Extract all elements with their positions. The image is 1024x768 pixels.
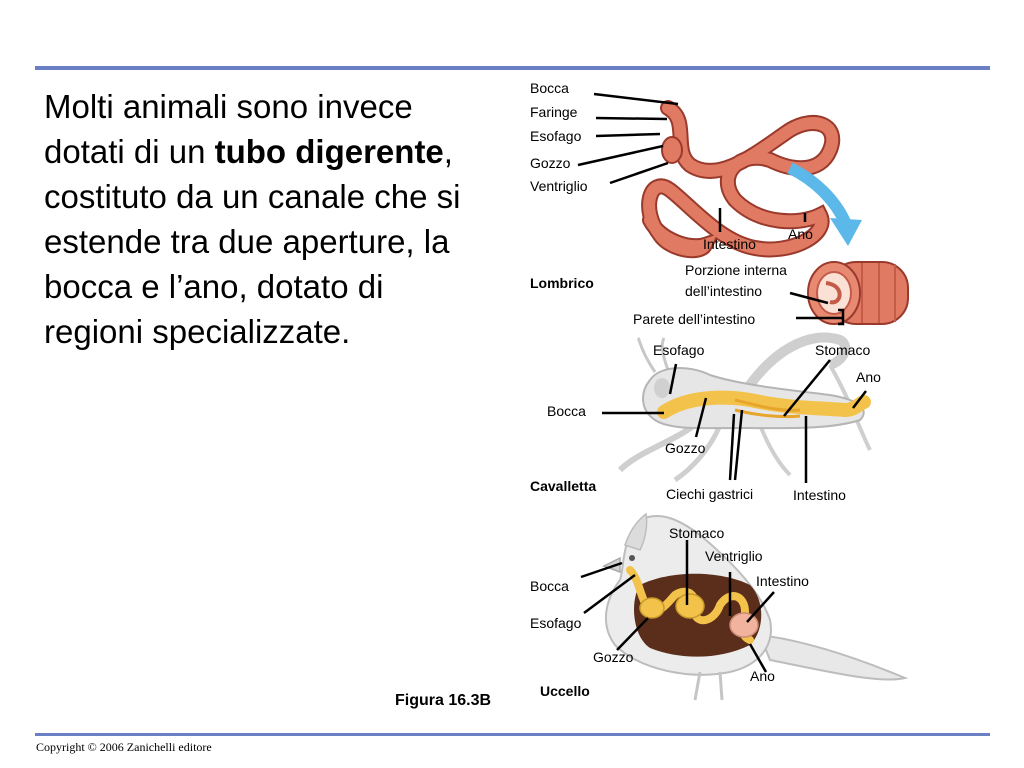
bird-label-ventriglio: Ventriglio (705, 548, 763, 564)
zoom-arrow (787, 162, 851, 225)
intestine-cross-section (807, 261, 909, 325)
bird-illustration: Stomaco Ventriglio Intestino Bocca Esofa… (530, 512, 909, 701)
bottom-rule (35, 733, 990, 736)
worm-label-intestino: Intestino (703, 236, 756, 252)
gh-label-esofago: Esofago (653, 342, 705, 358)
bird-label-bocca: Bocca (530, 578, 569, 594)
worm-label-bocca: Bocca (530, 80, 569, 96)
worm-label-parete: Parete dell’intestino (633, 311, 755, 327)
top-rule (35, 66, 990, 70)
grasshopper-illustration: Esofago Stomaco Ano Bocca Gozzo Ciechi g… (530, 332, 881, 503)
worm-label-faringe: Faringe (530, 104, 578, 120)
zoom-arrow-head (830, 218, 862, 246)
bird-label-stomaco: Stomaco (669, 525, 724, 541)
copyright-notice: Copyright © 2006 Zanichelli editore (36, 740, 212, 754)
bird-label-intestino: Intestino (756, 573, 809, 589)
text-bold: tubo digerente (214, 133, 444, 170)
bird-name: Uccello (540, 683, 590, 699)
worm-name: Lombrico (530, 275, 594, 291)
worm-label-esofago: Esofago (530, 128, 582, 144)
worm-label-ventriglio: Ventriglio (530, 178, 588, 194)
bird-label-ano: Ano (750, 668, 775, 684)
grasshopper-name: Cavalletta (530, 478, 596, 494)
text-before: Molti animali sono invece dotati di un (44, 88, 413, 170)
gh-label-ciechi: Ciechi gastrici (666, 486, 753, 502)
text-after: , costituto da un canale che si estende … (44, 133, 461, 350)
worm-label-gozzo: Gozzo (530, 155, 571, 171)
worm-label-porzione-2: dell’intestino (685, 283, 762, 299)
bird-label-esofago: Esofago (530, 615, 582, 631)
worm-label-porzione-1: Porzione interna (685, 262, 787, 278)
gh-label-gozzo: Gozzo (665, 440, 706, 456)
figure-caption: Figura 16.3B (395, 692, 492, 709)
body-text: Molti animali sono invece dotati di un t… (44, 84, 484, 354)
gh-label-stomaco: Stomaco (815, 342, 870, 358)
earthworm-illustration: Bocca Faringe Esofago Gozzo Ventriglio I… (530, 80, 909, 327)
worm-tube (643, 102, 839, 257)
gh-label-bocca: Bocca (547, 403, 586, 419)
gh-label-ano: Ano (856, 369, 881, 385)
worm-label-ano: Ano (788, 226, 813, 242)
worm-crop-swelling (661, 136, 683, 164)
bird-label-gozzo: Gozzo (593, 649, 634, 665)
gh-label-intestino: Intestino (793, 487, 846, 503)
